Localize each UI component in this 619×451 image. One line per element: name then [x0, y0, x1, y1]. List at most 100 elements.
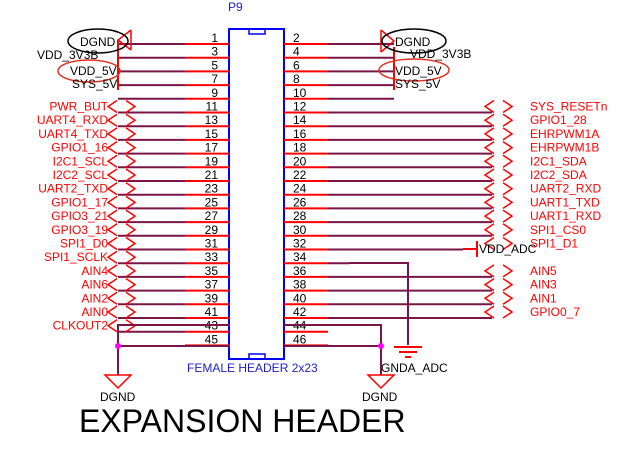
pin-left-1[interactable]: 1: [118, 31, 230, 45]
port-chevron-icon: [106, 209, 118, 223]
port-chevron-icon: [483, 127, 495, 141]
net-label: UART1_RXD: [530, 209, 601, 223]
port-chevron-icon: [502, 140, 514, 155]
pin-number: 15: [205, 127, 219, 141]
pin-right-6[interactable]: 6: [284, 58, 394, 73]
port-chevron-icon: [483, 195, 495, 210]
pin-left-3[interactable]: 3: [118, 45, 230, 59]
dgnd-left-symbol: [116, 29, 132, 51]
vdd-5v-right-label: VDD_5V: [395, 64, 442, 78]
designator: P9: [228, 0, 243, 14]
pin-number: 11: [206, 100, 219, 114]
port-chevron-icon: [483, 209, 495, 223]
pin-right-10[interactable]: 10: [284, 86, 394, 100]
port-chevron-icon: [125, 127, 137, 141]
port-chevron-icon: [125, 154, 137, 168]
vdd-adc-label: VDD_ADC: [479, 242, 537, 256]
port-chevron-icon: [106, 305, 118, 319]
net-label: GPIO0_7: [530, 305, 580, 319]
pin-number: 22: [293, 168, 307, 182]
dgnd-bottom-right-symbol: DGND: [284, 324, 398, 404]
port-chevron-icon: [502, 99, 514, 114]
net-label: EHRPWM1A: [530, 127, 599, 141]
net-label: EHRPWM1B: [530, 141, 599, 155]
vdd-5v-left-label: VDD_5V: [70, 64, 117, 78]
pin-left-5[interactable]: 5: [118, 58, 230, 73]
pin-number: 25: [205, 195, 219, 209]
pin-number: 46: [293, 332, 307, 346]
net-label: AIN5: [530, 264, 557, 278]
pin-right-46[interactable]: 46: [284, 332, 328, 347]
pin-number: 27: [205, 209, 219, 223]
net-label: GPIO3_19: [51, 223, 108, 237]
pin-number: 19: [205, 154, 219, 168]
pin-left-39[interactable]: 39 AIN2: [81, 291, 230, 306]
port-chevron-icon: [106, 291, 118, 305]
pin-left-11[interactable]: 11 PWR_BUT: [49, 100, 230, 114]
port-chevron-icon: [125, 99, 137, 114]
port-chevron-icon: [106, 127, 118, 141]
pin-left-45[interactable]: 45: [185, 332, 230, 347]
pin-number: 42: [293, 305, 307, 319]
net-label: AIN4: [81, 264, 108, 278]
pin-number: 39: [205, 291, 219, 305]
net-label: PWR_BUT: [49, 100, 108, 114]
left-power-block: DGND VDD_3V3B VDD_5V SYS_5V: [37, 28, 132, 91]
pin-number: 8: [293, 72, 300, 86]
pin-left-9[interactable]: 9: [118, 86, 230, 100]
net-label: CLKOUT2: [53, 319, 109, 333]
pin-right-34[interactable]: 34: [284, 250, 349, 265]
port-chevron-icon: [502, 277, 514, 292]
header-description: FEMALE HEADER 2x23: [187, 361, 318, 375]
port-chevron-icon: [483, 264, 495, 278]
port-chevron-icon: [106, 277, 118, 292]
port-chevron-icon: [125, 250, 137, 264]
pin-left-7[interactable]: 7: [118, 72, 230, 87]
header-key-bottom: [248, 353, 266, 360]
net-label: AIN0: [81, 305, 108, 319]
pin-right-42[interactable]: 42 GPIO0_7: [284, 305, 580, 319]
port-chevron-icon: [483, 99, 495, 114]
port-chevron-icon: [106, 99, 118, 114]
net-label: I2C1_SDA: [530, 154, 587, 168]
port-chevron-icon: [106, 168, 118, 182]
port-chevron-icon: [106, 182, 118, 196]
pin-right-2[interactable]: 2: [284, 31, 394, 45]
pin-number: 21: [205, 168, 219, 182]
pin-right-8[interactable]: 8: [284, 72, 394, 87]
pin-number: 6: [293, 58, 300, 72]
port-chevron-icon: [125, 277, 137, 292]
pin-right-4[interactable]: 4: [284, 45, 394, 59]
net-label: AIN2: [81, 291, 108, 305]
net-label: SPI1_D1: [530, 237, 578, 251]
